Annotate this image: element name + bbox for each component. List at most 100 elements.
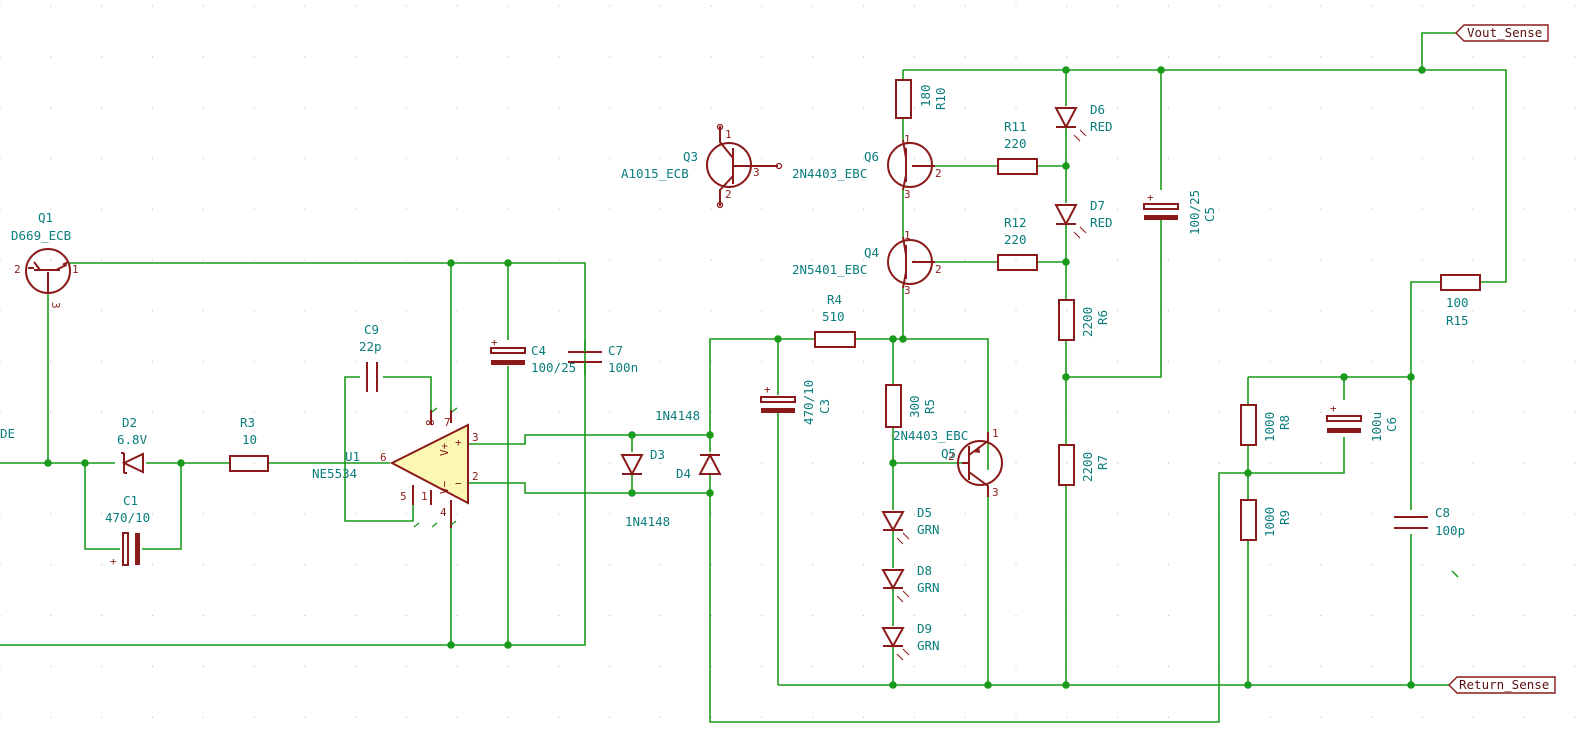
capacitor-c9[interactable]: C9 22p — [359, 322, 382, 392]
q4-value: 2N5401_EBC — [792, 262, 867, 277]
junctions — [44, 66, 1426, 689]
svg-text:−: − — [455, 477, 462, 490]
capacitor-c8[interactable]: C8 100p — [1394, 505, 1465, 538]
c3-value: 470/10 — [801, 380, 816, 425]
c4-ref: C4 — [531, 343, 546, 358]
svg-text:6: 6 — [380, 451, 387, 464]
capacitor-c1[interactable]: + C1 470/10 — [105, 493, 150, 568]
r15-ref: R15 — [1446, 313, 1469, 328]
d7-value: RED — [1090, 215, 1113, 230]
c5-value: 100/25 — [1187, 190, 1202, 235]
svg-text:3: 3 — [992, 486, 999, 499]
d6-value: RED — [1090, 119, 1113, 134]
d9-value: GRN — [917, 638, 940, 653]
capacitor-c6[interactable]: + 100u C6 — [1326, 402, 1399, 442]
diode-d2[interactable]: D2 6.8V — [117, 415, 148, 474]
r9-ref: R9 — [1277, 510, 1292, 525]
opamp-u1[interactable]: 3 2 6 8 7 5 1 4 + − V+ V− U1 NE5534 — [312, 407, 479, 528]
d3-ref: D3 — [650, 447, 665, 462]
capacitor-c7[interactable]: C7 100n — [568, 340, 638, 375]
r5-value: 300 — [907, 395, 922, 418]
svg-text:+: + — [110, 555, 117, 568]
c8-ref: C8 — [1435, 505, 1450, 520]
r4-ref: R4 — [827, 292, 842, 307]
capacitor-c4[interactable]: + C4 100/25 — [490, 336, 576, 375]
svg-text:1: 1 — [72, 263, 79, 276]
q1-ref: Q1 — [38, 210, 53, 225]
cut-off-label: DE — [0, 426, 15, 441]
svg-text:1: 1 — [725, 128, 732, 141]
d7-ref: D7 — [1090, 198, 1105, 213]
svg-text:1: 1 — [904, 133, 911, 146]
q5-ref: Q5 — [941, 446, 956, 461]
c1-value: 470/10 — [105, 510, 150, 525]
resistor-r8[interactable]: 1000 R8 — [1240, 404, 1292, 446]
c6-ref: C6 — [1384, 417, 1399, 432]
c6-value: 100u — [1369, 412, 1384, 442]
u1-value: NE5534 — [312, 466, 357, 481]
resistor-r10[interactable]: 180 R10 — [895, 79, 948, 119]
global-label-return-sense[interactable]: Return_Sense — [1448, 676, 1556, 694]
led-d6[interactable]: D6 RED — [1054, 102, 1113, 142]
global-label-return-text: Return_Sense — [1459, 677, 1549, 692]
led-d8[interactable]: D8 GRN — [881, 563, 940, 603]
r6-ref: R6 — [1095, 310, 1110, 325]
r12-ref: R12 — [1004, 215, 1027, 230]
resistor-r3[interactable]: R3 10 — [229, 415, 269, 472]
c4-value: 100/25 — [531, 360, 576, 375]
svg-text:2: 2 — [935, 167, 942, 180]
u1-ref: U1 — [345, 449, 360, 464]
r10-ref: R10 — [933, 87, 948, 110]
diode-d3[interactable]: D3 1N4148 — [620, 447, 670, 529]
q3-value: A1015_ECB — [621, 166, 689, 181]
r11-ref: R11 — [1004, 119, 1027, 134]
resistor-r7[interactable]: 2200 R7 — [1058, 444, 1110, 486]
q1-value: D669_ECB — [11, 228, 71, 243]
svg-text:2: 2 — [948, 450, 955, 463]
c7-value: 100n — [608, 360, 638, 375]
svg-text:3: 3 — [753, 166, 760, 179]
svg-text:4: 4 — [440, 506, 447, 519]
d2-ref: D2 — [122, 415, 137, 430]
c3-ref: C3 — [817, 399, 832, 414]
d5-ref: D5 — [917, 505, 932, 520]
svg-text:1: 1 — [904, 229, 911, 242]
svg-text:V+: V+ — [438, 442, 451, 456]
diode-d4[interactable]: D4 1N4148 — [655, 408, 722, 481]
r4-value: 510 — [822, 309, 845, 324]
capacitor-c5[interactable]: + 100/25 C5 — [1143, 190, 1217, 235]
svg-text:2: 2 — [14, 263, 21, 276]
led-d5[interactable]: D5 GRN — [881, 505, 940, 545]
resistor-r6[interactable]: 2200 R6 — [1058, 299, 1110, 341]
svg-text:+: + — [1147, 191, 1154, 204]
led-d9[interactable]: D9 GRN — [881, 621, 940, 661]
transistor-q1[interactable]: 2 1 3 Q1 D669_ECB — [11, 210, 79, 309]
resistor-r12[interactable]: R12 220 — [997, 215, 1038, 271]
resistor-r15[interactable]: 100 R15 — [1440, 274, 1481, 328]
transistor-q3[interactable]: 1 3 2 Q3 A1015_ECB — [621, 123, 783, 209]
c9-ref: C9 — [364, 322, 379, 337]
resistor-r11[interactable]: R11 220 — [997, 119, 1038, 175]
svg-text:+: + — [455, 436, 462, 449]
capacitor-c3[interactable]: + 470/10 C3 — [760, 380, 832, 425]
r3-value: 10 — [242, 432, 257, 447]
resistor-r9[interactable]: 1000 R9 — [1240, 499, 1292, 541]
r9-value: 1000 — [1262, 507, 1277, 537]
global-label-vout-text: Vout_Sense — [1467, 25, 1542, 40]
d9-ref: D9 — [917, 621, 932, 636]
led-d7[interactable]: D7 RED — [1054, 198, 1113, 239]
r8-ref: R8 — [1277, 415, 1292, 430]
d8-value: GRN — [917, 580, 940, 595]
svg-text:3: 3 — [904, 188, 911, 201]
resistor-r5[interactable]: 300 R5 — [885, 384, 937, 428]
c8-value: 100p — [1435, 523, 1465, 538]
svg-text:2: 2 — [935, 263, 942, 276]
transistor-q6[interactable]: 1 2 3 Q6 2N4403_EBC — [792, 133, 942, 201]
transistor-q5[interactable]: 1 2 3 Q5 2N4403_EBC — [893, 427, 1003, 499]
resistor-r4[interactable]: R4 510 — [814, 292, 856, 348]
r12-value: 220 — [1004, 232, 1027, 247]
global-label-vout-sense[interactable]: Vout_Sense — [1455, 24, 1549, 42]
r7-ref: R7 — [1095, 455, 1110, 470]
transistor-q4[interactable]: 1 2 3 Q4 2N5401_EBC — [792, 229, 942, 297]
